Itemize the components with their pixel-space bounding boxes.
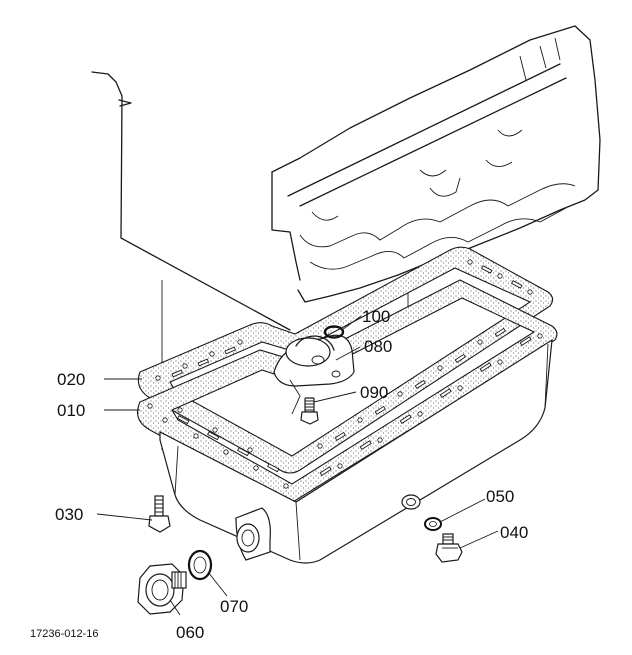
flange-bolt xyxy=(148,495,171,533)
callout-050: 050 xyxy=(486,487,514,506)
gasket-slots xyxy=(171,265,523,442)
callout-070: 070 xyxy=(220,597,248,616)
side-plug xyxy=(435,533,463,563)
leader-lines xyxy=(96,315,499,616)
oil-pan xyxy=(137,279,558,564)
pan-flange-holes xyxy=(147,333,543,489)
callout-060: 060 xyxy=(176,623,204,642)
gasket-bolt-holes xyxy=(155,259,533,453)
callouts: 010 020 030 040 050 060 070 080 090 100 xyxy=(55,307,528,642)
strainer-bolt xyxy=(300,397,319,425)
callout-010: 010 xyxy=(57,401,85,420)
pan-flange-slots xyxy=(177,336,532,477)
callout-090: 090 xyxy=(360,383,388,402)
drawing-number: 17236-012-16 xyxy=(30,628,99,640)
drain-plug xyxy=(137,563,187,615)
callout-080: 080 xyxy=(364,337,392,356)
callout-030: 030 xyxy=(55,505,83,524)
drain-gasket xyxy=(187,549,213,581)
drain-opening xyxy=(236,523,260,553)
callout-040: 040 xyxy=(500,523,528,542)
oil-pan-gasket xyxy=(137,246,554,474)
callout-020: 020 xyxy=(57,370,85,389)
side-washer xyxy=(424,517,442,531)
side-port xyxy=(401,494,421,510)
oil-strainer xyxy=(273,334,355,415)
o-ring xyxy=(323,325,345,339)
callout-100: 100 xyxy=(362,307,390,326)
